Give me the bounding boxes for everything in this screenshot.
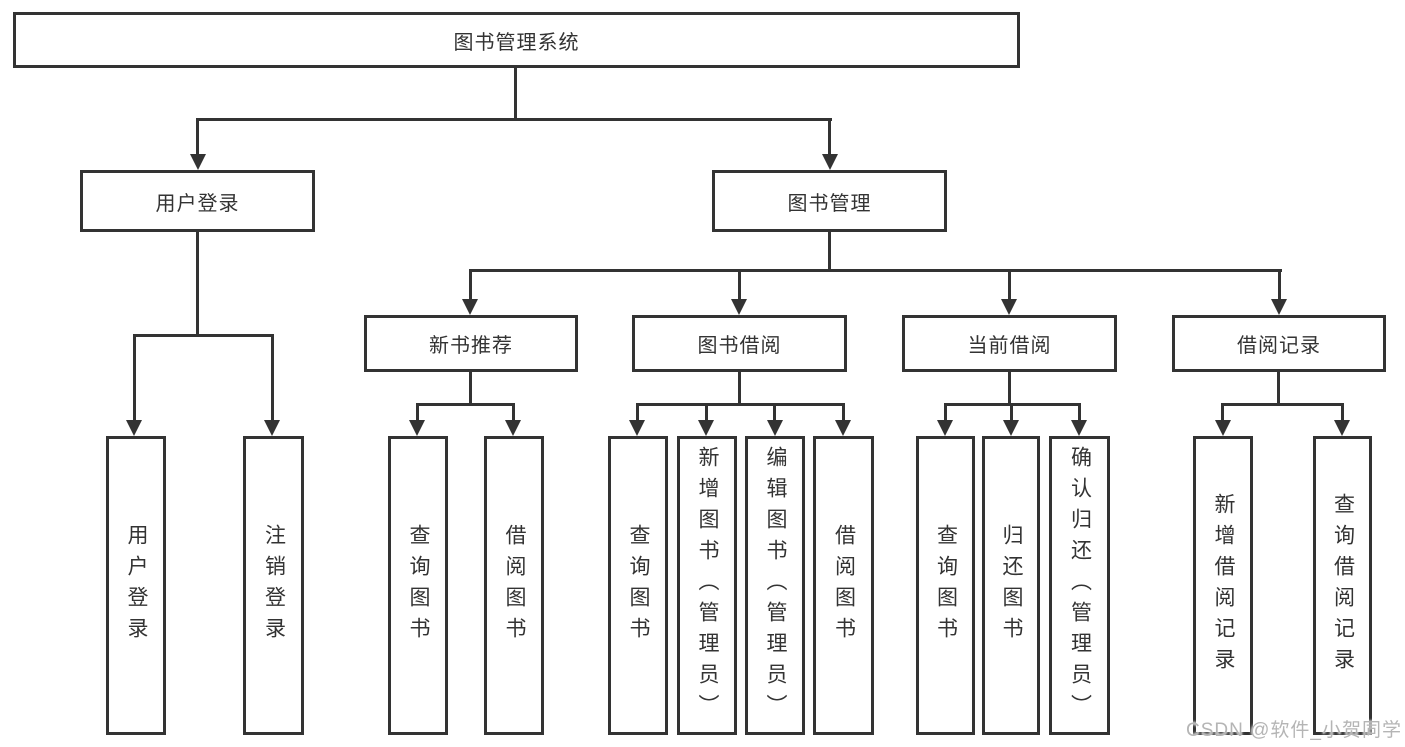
node-book-management: 图书管理 [712, 170, 947, 232]
connector [271, 334, 274, 422]
connector [1277, 372, 1280, 406]
connector [1008, 269, 1011, 302]
arrowhead [1271, 299, 1287, 315]
connector [1221, 403, 1344, 406]
connector [828, 232, 831, 272]
leaf-logout: 注销登录 [243, 436, 304, 735]
connector [1341, 403, 1344, 422]
arrowhead [731, 299, 747, 315]
connector [842, 403, 845, 422]
connector [773, 403, 776, 422]
node-library-system: 图书管理系统 [13, 12, 1020, 68]
connector [636, 403, 844, 406]
arrowhead [264, 420, 280, 436]
connector [1008, 372, 1011, 406]
arrowhead [505, 420, 521, 436]
watermark: CSDN @软件_小贺同学 [1186, 720, 1402, 741]
arrowhead [698, 420, 714, 436]
leaf-cb-return-books: 归还图书 [982, 436, 1040, 735]
arrowhead [937, 420, 953, 436]
leaf-nbr-query-books: 查询图书 [388, 436, 448, 735]
arrowhead [822, 154, 838, 170]
connector [133, 334, 136, 422]
node-borrow-records: 借阅记录 [1172, 315, 1386, 372]
node-book-borrow: 图书借阅 [632, 315, 847, 372]
connector [196, 118, 199, 156]
leaf-cb-query-books: 查询图书 [916, 436, 975, 735]
connector [469, 372, 472, 406]
connector [944, 403, 947, 422]
arrowhead [409, 420, 425, 436]
connector [469, 269, 472, 302]
leaf-bb-edit-books: 编辑图书（管理员） [745, 436, 805, 735]
arrowhead [629, 420, 645, 436]
arrowhead [1215, 420, 1231, 436]
leaf-br-add-record: 新增借阅记录 [1193, 436, 1253, 735]
arrowhead [1071, 420, 1087, 436]
connector [738, 269, 741, 302]
arrowhead [1001, 299, 1017, 315]
node-current-borrow: 当前借阅 [902, 315, 1117, 372]
connector [514, 68, 517, 120]
connector [1278, 269, 1281, 302]
leaf-user-login: 用户登录 [106, 436, 166, 735]
arrowhead [126, 420, 142, 436]
arrowhead [835, 420, 851, 436]
connector [1010, 403, 1013, 422]
connector [416, 403, 419, 422]
connector [1221, 403, 1224, 422]
leaf-br-query-record: 查询借阅记录 [1313, 436, 1372, 735]
connector [196, 232, 199, 336]
connector [636, 403, 639, 422]
leaf-bb-add-books: 新增图书（管理员） [677, 436, 737, 735]
arrowhead [190, 154, 206, 170]
connector [512, 403, 515, 422]
node-new-book-recommend: 新书推荐 [364, 315, 578, 372]
connector [469, 269, 1282, 272]
connector [705, 403, 708, 422]
connector [738, 372, 741, 406]
node-user-login: 用户登录 [80, 170, 315, 232]
arrowhead [1003, 420, 1019, 436]
arrowhead [767, 420, 783, 436]
leaf-bb-query-books: 查询图书 [608, 436, 668, 735]
arrowhead [1334, 420, 1350, 436]
connector [416, 403, 515, 406]
leaf-bb-borrow-books: 借阅图书 [813, 436, 874, 735]
leaf-cb-confirm-return: 确认归还（管理员） [1049, 436, 1110, 735]
connector [1078, 403, 1081, 422]
connector [196, 118, 832, 121]
arrowhead [462, 299, 478, 315]
leaf-nbr-borrow-books: 借阅图书 [484, 436, 544, 735]
connector [828, 118, 831, 156]
connector [133, 334, 274, 337]
